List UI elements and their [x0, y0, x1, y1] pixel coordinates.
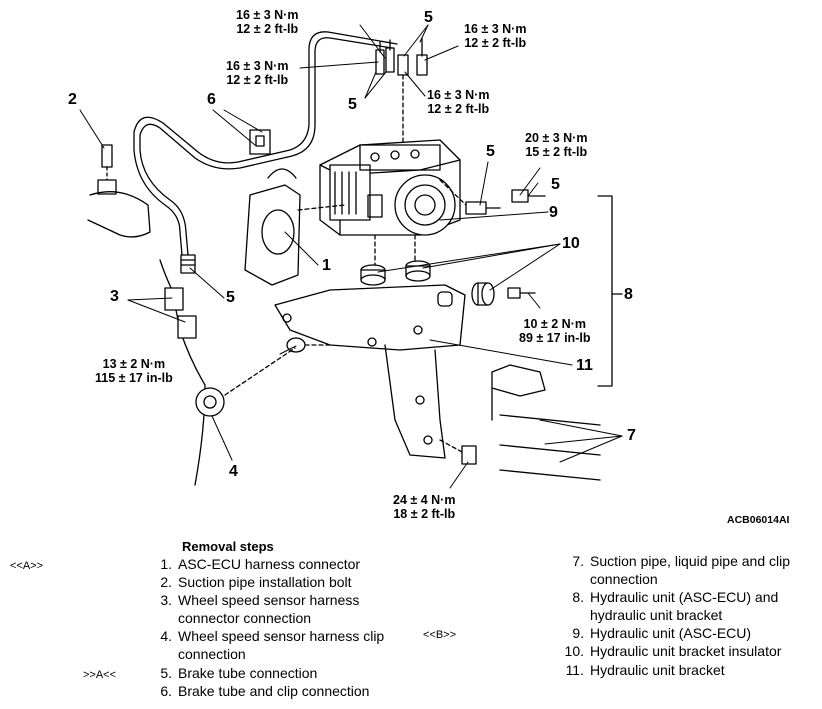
step-ref: <<B>> [423, 629, 457, 641]
step-number: 10. [564, 643, 584, 659]
callout-11: 11 [576, 357, 593, 374]
torque-ft: 12 ± 2 ft-lb [226, 73, 289, 87]
torque-ft: 12 ± 2 ft-lb [427, 102, 490, 116]
callout-5-upper-left: 5 [348, 96, 357, 113]
callout-3: 3 [110, 288, 119, 305]
callout-5-mid: 5 [486, 143, 495, 160]
torque-ft: 12 ± 2 ft-lb [236, 22, 299, 36]
suction-pipe-clip [491, 364, 601, 481]
bracket-insulators [360, 260, 495, 306]
assembly-brace [597, 195, 623, 387]
callout-5-lower: 5 [226, 289, 235, 306]
step-text: Brake tube and clip connection [178, 683, 370, 699]
step-text: Wheel speed sensor harness [178, 592, 360, 608]
brake-tube-flare-nut [180, 254, 196, 274]
torque-ft: 89 ± 17 in-lb [519, 331, 591, 345]
torque-ft: 15 ± 2 ft-lb [525, 145, 588, 159]
torque-label: 24 ± 4 N·m 18 ± 2 ft-lb [393, 493, 455, 521]
step-text: Wheel speed sensor harness clip [178, 628, 385, 644]
step-number: 7. [572, 553, 584, 569]
step-text: Hydraulic unit bracket [590, 662, 725, 678]
callout-6: 6 [207, 91, 216, 108]
torque-nm: 16 ± 3 N·m [236, 8, 299, 22]
step-text: connection [590, 571, 658, 587]
leader-lines [79, 24, 623, 489]
removal-steps-title: Removal steps [182, 539, 274, 554]
brake-tube-clip [249, 129, 271, 155]
right-flare-nuts [439, 179, 546, 215]
torque-label: 10 ± 2 N·m 89 ± 17 in-lb [519, 317, 590, 345]
torque-nm: 20 ± 3 N·m [525, 131, 588, 145]
step-text: ASC-ECU harness connector [178, 556, 361, 572]
torque-nm: 16 ± 3 N·m [226, 59, 289, 73]
step-text: Suction pipe, liquid pipe and clip [590, 553, 791, 569]
step-number: 8. [572, 589, 584, 605]
callout-1: 1 [322, 257, 331, 274]
torque-label: 13 ± 2 N·m 115 ± 17 in-lb [95, 357, 173, 385]
torque-nm: 10 ± 2 N·m [523, 317, 586, 331]
step-number: 9. [572, 625, 584, 641]
torque-nm: 16 ± 3 N·m [464, 22, 527, 36]
step-text: Suction pipe installation bolt [178, 574, 352, 590]
step-number: 11. [565, 662, 584, 678]
suction-pipe-bolt [87, 144, 151, 238]
callout-5-top: 5 [424, 9, 433, 26]
callout-8: 8 [624, 286, 633, 303]
brake-tube [133, 31, 398, 256]
torque-ft: 12 ± 2 ft-lb [464, 36, 527, 50]
step-ref: >>A<< [83, 669, 117, 681]
torque-ft: 115 ± 17 in-lb [95, 371, 173, 385]
torque-nm: 24 ± 4 N·m [393, 493, 456, 507]
step-text: Hydraulic unit bracket insulator [590, 643, 782, 659]
torque-label: 16 ± 3 N·m 12 ± 2 ft-lb [226, 59, 288, 87]
top-flare-nuts [375, 37, 428, 151]
step-number: 3. [160, 592, 172, 608]
figure-code: ACB06014AI [727, 514, 790, 526]
hydraulic-unit-bracket [274, 284, 466, 459]
sensor-harness-clip [195, 347, 296, 417]
bracket-lower-bolt [439, 439, 477, 465]
torque-label: 16 ± 3 N·m 12 ± 2 ft-lb [464, 22, 526, 50]
torque-label: 16 ± 3 N·m 12 ± 2 ft-lb [236, 8, 298, 36]
step-text: hydraulic unit bracket [590, 607, 723, 623]
callout-10: 10 [562, 235, 580, 252]
exploded-view-drawing [79, 24, 623, 489]
step-number: 1. [160, 556, 172, 572]
torque-nm: 13 ± 2 N·m [102, 357, 166, 371]
callout-2: 2 [68, 91, 77, 108]
callout-4: 4 [229, 463, 238, 480]
step-text: connector connection [178, 610, 312, 626]
step-number: 4. [160, 628, 172, 644]
step-text: Hydraulic unit (ASC-ECU) and [590, 589, 779, 605]
torque-label: 20 ± 3 N·m 15 ± 2 ft-lb [525, 131, 587, 159]
step-number: 2. [160, 574, 172, 590]
step-number: 5. [160, 665, 172, 681]
callout-7: 7 [627, 427, 636, 444]
torque-label: 16 ± 3 N·m 12 ± 2 ft-lb [427, 88, 489, 116]
hydraulic-unit-body [319, 139, 461, 266]
step-text: Brake tube connection [178, 665, 318, 681]
step-text: connection [178, 646, 246, 662]
torque-nm: 16 ± 3 N·m [427, 88, 490, 102]
callout-5-right: 5 [551, 176, 560, 193]
asc-ecu-harness-connector [244, 168, 346, 286]
torque-ft: 18 ± 2 ft-lb [393, 507, 456, 521]
step-number: 6. [160, 683, 172, 699]
step-text: Hydraulic unit (ASC-ECU) [590, 625, 752, 641]
step-ref: <<A>> [10, 560, 44, 572]
callout-9: 9 [549, 204, 558, 221]
wheel-speed-sensor-harness [159, 259, 206, 486]
